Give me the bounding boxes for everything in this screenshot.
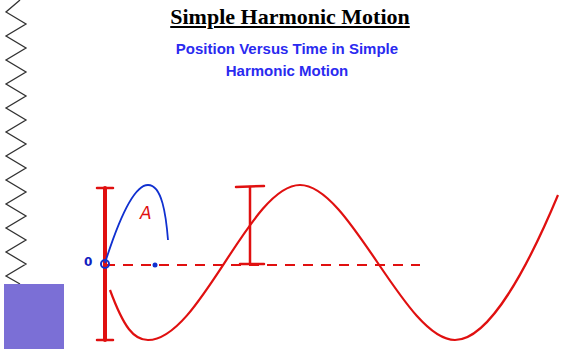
zero-label: 0 [84, 255, 92, 269]
amplitude-label: A [140, 203, 152, 223]
marker-dot [153, 263, 158, 268]
slide-subtitle: Position Versus Time in Simple Harmonic … [152, 38, 422, 82]
mass-block [4, 284, 64, 349]
position-curve [110, 185, 558, 340]
equilibrium-line [105, 264, 420, 266]
slide-title: Simple Harmonic Motion [170, 4, 410, 30]
origin-dot [101, 260, 109, 268]
sketch-curve [105, 185, 168, 263]
amplitude-bar [97, 188, 113, 340]
spring-coil [6, 0, 26, 284]
